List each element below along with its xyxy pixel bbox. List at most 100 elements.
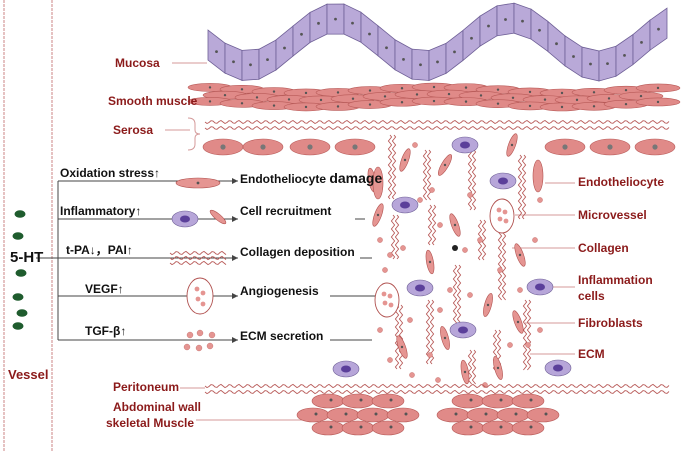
factor-label-tgf-beta: TGF-β↑ <box>85 324 127 338</box>
ecm-icon <box>195 344 203 352</box>
ecm-particle <box>427 352 433 358</box>
layer-label-smooth-muscle: Smooth muscle <box>108 94 198 108</box>
ecm-particle <box>400 245 406 251</box>
skeletal-muscle-cell <box>296 407 330 423</box>
ecm-particle <box>377 237 383 243</box>
vessel-label: Vessel <box>8 367 49 382</box>
nucleus-icon <box>314 412 318 416</box>
nucleus-icon <box>657 27 660 31</box>
factor-label-tpa-pai: t-PA↓，PAI↑ <box>66 243 133 257</box>
skeletal-muscle-cell <box>326 407 360 423</box>
collagen-fiber <box>467 149 473 211</box>
skeletal-muscle-cell <box>451 393 485 409</box>
legend-label-ecm: ECM <box>578 347 605 361</box>
nucleus-icon <box>223 93 227 97</box>
nucleus-icon <box>639 94 643 98</box>
nucleus-icon <box>260 144 266 150</box>
smooth-muscle-layer <box>187 82 681 112</box>
ecm-icon <box>206 342 214 350</box>
nucleus-icon <box>344 412 348 416</box>
nucleus-icon <box>499 425 503 429</box>
guide-lines <box>3 0 575 451</box>
pathway-icons <box>169 177 227 352</box>
nucleus-icon <box>329 398 333 402</box>
ecm-particle <box>537 197 543 203</box>
ecm-particle <box>437 222 443 228</box>
nucleus-icon <box>458 326 468 334</box>
nucleus-icon <box>419 63 422 67</box>
nucleus-icon <box>240 102 244 105</box>
nucleus-icon <box>454 412 458 416</box>
arrow-head-icon <box>232 293 238 299</box>
ecm-particle <box>200 301 206 307</box>
microvessel <box>489 198 515 234</box>
ecm-particle <box>195 296 201 302</box>
nucleus-icon <box>484 412 488 416</box>
nucleus-icon <box>656 86 660 90</box>
skeletal-muscle-cell <box>311 420 345 436</box>
nucleus-icon <box>529 425 533 429</box>
ecm-particle <box>417 197 423 203</box>
peritoneum-and-muscle <box>204 383 670 436</box>
nucleus-icon <box>447 92 451 96</box>
nucleus-icon <box>432 99 436 103</box>
serotonin-molecule-icon <box>16 309 28 317</box>
nucleus-icon <box>376 213 380 217</box>
collagen-fiber <box>517 154 523 220</box>
serotonin-label: 5-HT <box>10 249 44 266</box>
nucleus-icon <box>370 178 374 182</box>
nucleus-icon <box>592 91 596 94</box>
collagen-fiber <box>526 299 532 371</box>
nucleus-icon <box>464 86 468 89</box>
nucleus-icon <box>336 91 340 94</box>
collagen-fiber <box>471 349 477 385</box>
legend-label-inflammation: Inflammation <box>578 273 653 287</box>
peritoneum-fiber <box>204 383 670 389</box>
nucleus-icon <box>479 94 483 97</box>
nucleus-icon <box>656 100 660 104</box>
nucleus-icon <box>518 253 522 257</box>
collagen-fiber <box>467 349 473 385</box>
ecm-particle <box>507 342 513 348</box>
nucleus-icon <box>553 364 563 372</box>
collagen-fiber <box>471 149 477 211</box>
nucleus-icon <box>352 144 358 150</box>
ecm-particle <box>429 187 435 193</box>
nucleus-icon <box>543 98 547 101</box>
serosa-layer <box>202 119 676 156</box>
nucleus-icon <box>470 36 473 40</box>
ecm-icon <box>186 331 194 339</box>
ecm-particle <box>462 247 468 253</box>
collagen-fiber <box>390 214 396 260</box>
ecm-particle <box>387 293 393 299</box>
ecm-particle <box>467 292 473 298</box>
skeletal-muscle-cell <box>466 407 500 423</box>
nucleus-icon <box>400 345 404 349</box>
skeletal-muscle-cell <box>356 407 390 423</box>
nucleus-icon <box>510 143 514 147</box>
ecm-particle <box>496 207 502 213</box>
collagen-icon <box>169 260 227 266</box>
ecm-particle <box>409 372 415 378</box>
layer-label-peritoneum: Peritoneum <box>113 380 180 394</box>
arrow-head-icon <box>232 216 238 222</box>
effect-label-cell-recruitment: Cell recruitment <box>240 204 332 218</box>
microvessel <box>374 282 400 318</box>
skeletal-muscle-cell <box>311 393 345 409</box>
ecm-particle <box>537 327 543 333</box>
ecm-particle <box>502 209 508 215</box>
collagen-fiber <box>426 149 432 201</box>
skeletal-muscle-cell <box>371 393 405 409</box>
nucleus-icon <box>272 90 276 93</box>
layer-label-abdominal-wall: Abdominal wall <box>113 400 202 414</box>
nucleus-icon <box>341 365 351 373</box>
nucleus-icon <box>496 366 500 370</box>
ecm-particle <box>447 287 453 293</box>
collagen-fiber <box>422 149 428 201</box>
serosa-bracket <box>187 117 201 151</box>
arrow-head-icon <box>232 337 238 343</box>
nucleus-icon <box>329 425 333 429</box>
skeletal-muscle-cell <box>496 407 530 423</box>
legend-label-collagen: Collagen <box>578 241 629 255</box>
nucleus-icon <box>453 223 457 227</box>
